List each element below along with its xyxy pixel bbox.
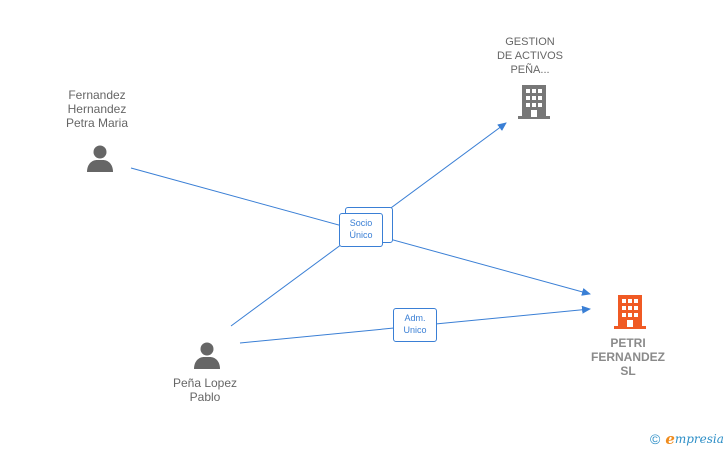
brand-logo-e: e (665, 430, 675, 448)
edge-badge-adm-unico[interactable]: Adm. Unico (393, 308, 437, 342)
building-icon-highlighted[interactable] (614, 295, 646, 329)
person-icon[interactable] (192, 340, 222, 370)
label-line: GESTION (505, 36, 555, 48)
brand-logo-text: mpresia (674, 432, 724, 446)
person-label-pena[interactable]: Peña Lopez Pablo (155, 376, 255, 404)
badge-line: Adm. (404, 313, 426, 323)
badge-line: Único (349, 230, 373, 240)
label-line: PETRI (610, 336, 646, 350)
label-line: Petra Maria (65, 116, 129, 130)
label-line: SL (620, 364, 636, 378)
badge-line: Unico (403, 325, 427, 335)
person-label-fernandez[interactable]: Fernandez Hernandez Petra Maria (47, 88, 147, 130)
label-line: Fernandez (68, 88, 126, 102)
label-line: DE ACTIVOS (496, 50, 564, 62)
label-line: Peña Lopez (172, 376, 238, 390)
edge-badge-socio-unico[interactable]: Socio Único (339, 213, 383, 247)
label-line: PEÑA... (510, 64, 550, 76)
empresia-brand: © e mpresia (650, 430, 724, 448)
badge-line: Socio (349, 218, 373, 228)
label-line: FERNANDEZ (591, 350, 665, 364)
copyright-symbol: © (650, 431, 661, 447)
company-label-gestion[interactable]: GESTION DE ACTIVOS PEÑA... (480, 35, 580, 77)
building-icon[interactable] (518, 85, 550, 119)
person-icon[interactable] (85, 143, 115, 173)
label-line: Hernandez (67, 102, 127, 116)
label-line: Pablo (189, 390, 221, 404)
company-label-petri[interactable]: PETRI FERNANDEZ SL (578, 336, 678, 378)
